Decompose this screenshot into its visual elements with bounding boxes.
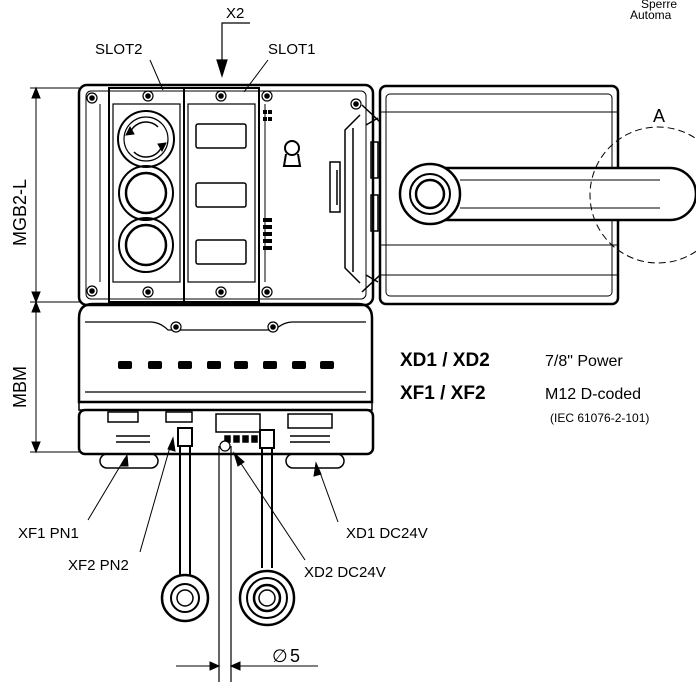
plug-xd2-icon [238, 569, 296, 627]
corner-text-2: Automa [630, 8, 672, 22]
label-mgb2l: MGB2-L [10, 179, 30, 246]
screws-lower [170, 321, 279, 333]
mgb2l-module [77, 83, 375, 307]
diameter-symbol: ∅ [272, 646, 288, 666]
push-button-icon [118, 165, 174, 221]
keyhole-icon [282, 140, 302, 167]
label-slot1: SLOT1 [268, 41, 316, 58]
label-xd2: XD2 DC24V [304, 564, 386, 581]
push-button-icon [118, 217, 174, 273]
label-slot2: SLOT2 [95, 41, 143, 58]
leader-slot1 [243, 59, 269, 93]
centre-wire [218, 440, 232, 682]
legend-desc: 7/8" Power [545, 353, 623, 370]
mbm-module [77, 302, 375, 456]
label-xd1: XD1 DC24V [346, 525, 428, 542]
indicator-panel [195, 123, 247, 265]
label-detail-a: A [653, 106, 665, 126]
cable-xd2 [259, 429, 275, 568]
legend-note: (IEC 61076-2-101) [550, 411, 649, 425]
label-mbm: MBM [10, 366, 30, 408]
label-xf2: XF2 PN2 [68, 557, 129, 574]
legend-code: XF1 / XF2 [400, 383, 486, 404]
label-xf1: XF1 PN1 [18, 525, 79, 542]
legend-code: XD1 / XD2 [400, 350, 490, 371]
diameter-value: 5 [290, 646, 300, 666]
plug-xf2-icon [160, 573, 210, 623]
detail-circle-a [589, 126, 696, 264]
connector-strip [99, 411, 345, 469]
led-row-icon [118, 361, 334, 369]
connector-leaders [87, 436, 339, 561]
dimension-diameter [176, 661, 318, 671]
led-indicator-icon [263, 110, 272, 250]
label-x2: X2 [226, 5, 244, 22]
door-handle-module [378, 84, 696, 306]
connector-legend: XD1 / XD2 7/8" Power XF1 / XF2 M12 D-cod… [400, 350, 649, 425]
emergency-stop-icon [117, 110, 175, 168]
screws-upper [86, 90, 362, 298]
dimension-left [30, 86, 80, 454]
corner-text-1: Sperre [641, 0, 677, 11]
leader-x2 [216, 22, 250, 79]
legend-desc: M12 D-coded [545, 386, 641, 403]
cable-xf2 [177, 427, 193, 576]
